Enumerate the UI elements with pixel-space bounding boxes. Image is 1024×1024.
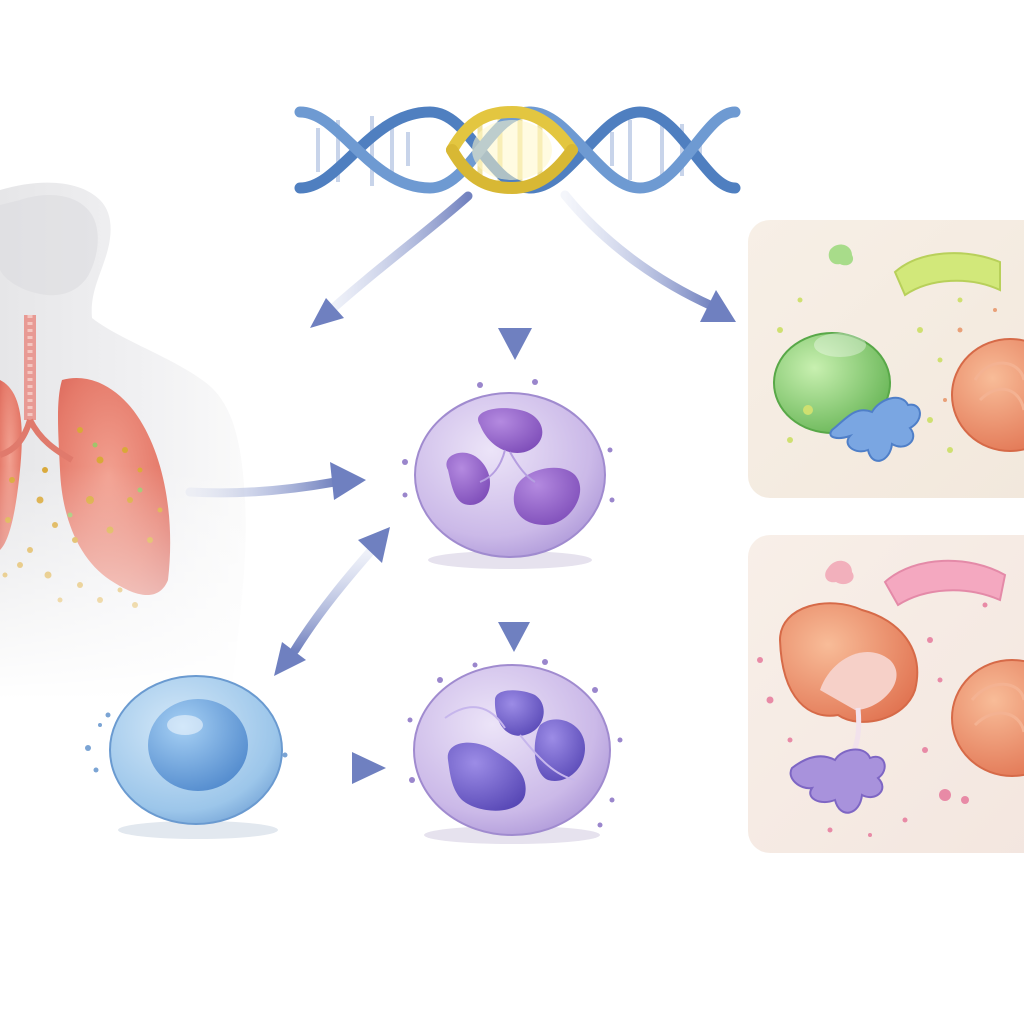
arrow-lungs-to-neutrophil	[185, 477, 340, 498]
panel-bottom-particles	[757, 602, 988, 837]
neutrophil-top-lobe-1	[478, 408, 543, 453]
torso-fade	[0, 180, 250, 700]
arrow-head-to-monocyte	[274, 642, 306, 676]
neutrophil-top-lobe-2	[446, 452, 491, 505]
monocyte-shadow	[118, 821, 278, 839]
blue-protein	[829, 396, 921, 462]
neutrophil-bottom-lobe-2	[447, 742, 526, 811]
arrow-monocyte-neutrophil	[290, 547, 375, 655]
green-fragment	[828, 244, 854, 266]
dna-glow	[472, 120, 552, 180]
monocyte-granules	[85, 712, 288, 773]
monocyte-highlight	[167, 715, 203, 735]
dna-double-helix	[294, 105, 741, 195]
purple-protein	[789, 748, 886, 814]
neutrophil-top-shadow	[428, 551, 592, 569]
panel-top-orange-particles	[943, 308, 997, 402]
arrow-dna-to-right	[560, 190, 717, 311]
neutrophil-bottom-lobe-1	[494, 690, 544, 736]
arrow-head-dna-down	[498, 328, 532, 360]
neutrophil-cell-top	[402, 379, 615, 569]
lime-fiber	[893, 252, 1001, 297]
arrows-from-dna	[310, 190, 736, 360]
neutrophil-cell-bottom	[407, 659, 623, 844]
orange-cell-bottom	[951, 659, 1024, 777]
dna-strand-a2	[524, 106, 741, 194]
pink-fiber	[883, 559, 1007, 607]
panel-bottom-right	[748, 535, 1024, 853]
monocyte-cell	[85, 675, 288, 839]
human-torso-with-lungs	[0, 180, 250, 700]
arrow-head-dna-left	[310, 298, 344, 328]
neutrophil-top-links	[479, 449, 536, 483]
dna-gold-segment-bottom	[446, 144, 578, 195]
neutrophil-bottom-fibers	[444, 706, 576, 781]
pink-fragment	[825, 560, 854, 585]
neutrophil-bottom-granules	[407, 659, 623, 828]
monocyte-nucleus	[148, 699, 248, 791]
orange-cell-bottom-folds	[970, 682, 1024, 733]
damaged-cell-opening	[820, 651, 897, 710]
panel-top-particles	[777, 297, 963, 453]
arrow-head-to-neutrophil	[358, 527, 390, 563]
arrow-head-lungs	[330, 462, 366, 500]
orange-cell-top-folds	[973, 361, 1024, 411]
dna-strand-b2	[524, 106, 741, 194]
green-cell-highlight	[814, 333, 866, 357]
dna-gold-segment-top	[446, 105, 578, 156]
neutrophil-top-granules	[402, 379, 615, 503]
arrow-head-monocyte-right	[352, 752, 386, 784]
arrow-dna-to-left	[317, 191, 473, 323]
panel-top-right	[748, 220, 1024, 498]
neutrophil-top-lobe-3	[513, 467, 581, 525]
arrow-head-neutrophil-down	[498, 622, 530, 652]
arrow-head-dna-right	[700, 290, 736, 322]
